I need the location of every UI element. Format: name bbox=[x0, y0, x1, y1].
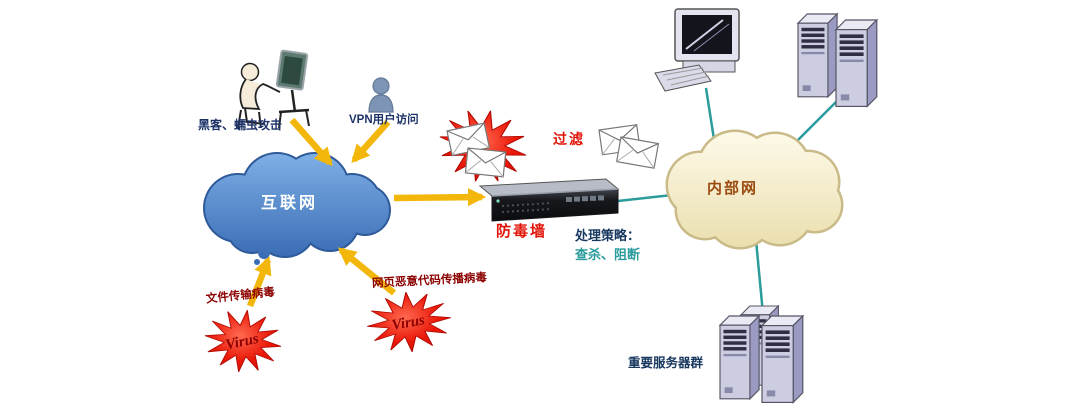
hacker-icon bbox=[237, 49, 310, 129]
intranet-cloud-label: 内部网 bbox=[707, 180, 759, 197]
intranet-cloud bbox=[665, 129, 844, 250]
virus-burst-mail: Virus bbox=[431, 101, 535, 191]
filter-label: 过滤 bbox=[553, 131, 585, 147]
virus-burst-file: Virus bbox=[200, 304, 286, 378]
virus-label-file: Virus bbox=[224, 331, 260, 354]
virus-burst-web: Virus bbox=[363, 287, 455, 357]
internet-cloud bbox=[203, 152, 391, 265]
attack-arrows bbox=[246, 117, 487, 308]
firewall-appliance-icon bbox=[478, 178, 620, 222]
mail-icon bbox=[464, 147, 507, 178]
hacker-label: 黑客、蠕虫攻击 bbox=[198, 118, 283, 132]
mail-icon bbox=[616, 136, 660, 169]
filtered-mail bbox=[598, 124, 660, 169]
firewall-label: 防毒墙 bbox=[496, 223, 548, 240]
arrow-hacker-internet bbox=[289, 117, 333, 167]
policy-title-label: 处理策略： bbox=[575, 228, 641, 243]
vpn-user-icon bbox=[368, 77, 394, 113]
arrow-filevirus-internet bbox=[246, 256, 272, 308]
server-towers-icon bbox=[797, 13, 878, 108]
internet-cloud-label: 互联网 bbox=[261, 195, 319, 212]
server-group-label: 重要服务器群 bbox=[628, 356, 704, 370]
vpn-user-label: VPN用户访问 bbox=[349, 114, 419, 126]
arrow-vpn-internet bbox=[351, 119, 391, 164]
desktop-pc-icon bbox=[654, 8, 740, 92]
arrow-internet-firewall bbox=[393, 188, 487, 207]
arrow-webvirus-internet bbox=[337, 247, 397, 296]
policy-actions-label: 查杀、阻断 bbox=[575, 247, 641, 262]
link-intranet-server-group bbox=[754, 239, 765, 315]
server-group-icon bbox=[719, 305, 804, 403]
virus-label-web: Virus bbox=[390, 312, 426, 334]
